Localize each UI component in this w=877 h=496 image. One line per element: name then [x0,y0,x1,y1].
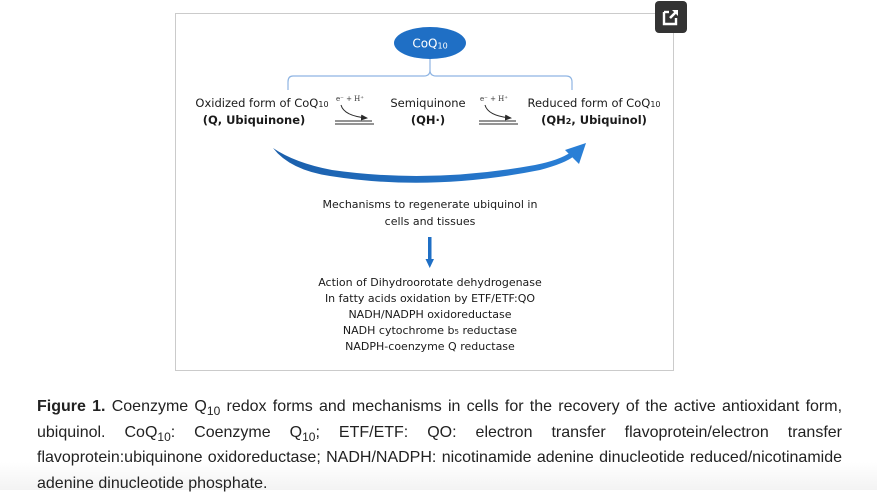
reaction-arrow-1: e⁻ + H⁺ [335,95,374,125]
caption-subscript: 10 [302,429,316,444]
regeneration-arc-arrow [273,143,586,183]
caption-text: : Coenzyme Q [170,423,303,441]
bottom-fade [0,462,877,490]
caption-text: Coenzyme Q [105,398,207,415]
reduced-form-label: Reduced form of CoQ10 [527,96,660,110]
ubiquinol-label: (QH2, Ubiquinol) [541,113,647,127]
caption-text: ; ETF/ETF: QO: electron transfer flavopr… [37,423,843,492]
ubiquinone-label: (Q, Ubiquinone) [203,113,306,127]
coq10-node-sub: 10 [437,42,447,51]
brace [287,59,573,90]
mechanisms-heading-line-2: cells and tissues [385,215,476,228]
mechanism-item: In fatty acids oxidation by ETF/ETF:QO [325,292,535,305]
popout-button[interactable] [655,1,687,33]
figure-diagram: CoQ10 Oxidized form of CoQ10 (Q, Ubiquin… [195,27,661,353]
caption-label: Figure 1. [37,398,106,415]
caption-subscript: 10 [157,429,171,444]
mechanism-item: NADPH-coenzyme Q reductase [345,340,515,353]
figure-caption: Figure 1. Coenzyme Q10 redox forms and m… [37,394,842,496]
mechanism-item: Action of Dihydroorotate dehydrogenase [318,276,542,289]
mechanisms-heading-line-1: Mechanisms to regenerate ubiquinol in [323,198,538,211]
svg-text:e⁻ + H⁺: e⁻ + H⁺ [480,95,508,103]
oxidized-form-label: Oxidized form of CoQ10 [195,96,328,110]
open-in-new-icon [662,10,678,26]
figure-frame[interactable] [175,13,674,371]
caption-subscript: 10 [206,404,221,418]
mechanism-item: NADH/NADPH oxidoreductase [348,308,511,321]
mechanism-item: NADH cytochrome b5 reductase [343,324,517,337]
coq10-node-label: CoQ [412,37,437,51]
svg-text:CoQ10: CoQ10 [412,37,447,51]
semiquinone-formula: (QH·) [411,113,445,127]
caption-text: redox forms and mechanisms in cells for … [37,398,843,441]
reaction-arrow-2: e⁻ + H⁺ [479,95,518,125]
svg-text:e⁻ + H⁺: e⁻ + H⁺ [336,95,364,103]
semiquinone-label: Semiquinone [390,96,465,110]
down-arrow [425,237,434,268]
coq10-node: CoQ10 [394,27,466,59]
